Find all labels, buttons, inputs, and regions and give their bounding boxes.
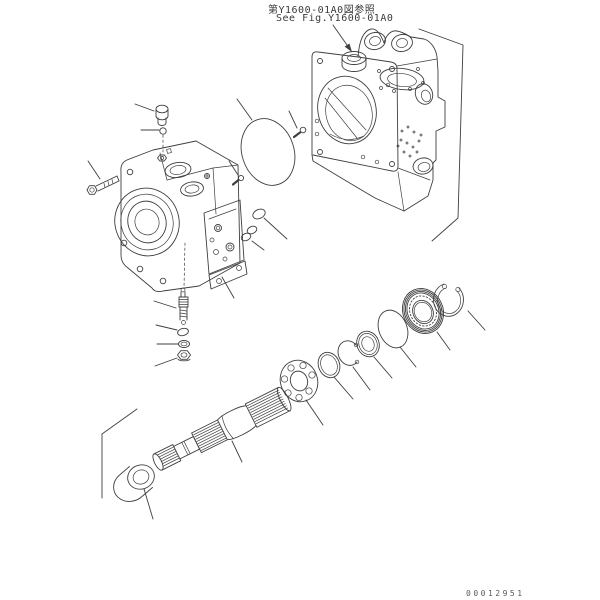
steel-ball — [141, 128, 166, 152]
leader-line — [135, 104, 154, 111]
drawing-number: 00012951 — [466, 589, 525, 598]
break-line-left — [102, 409, 137, 498]
large-snap-ring — [433, 284, 485, 330]
pump-flange — [106, 169, 188, 284]
leader-line — [334, 377, 353, 399]
oil-seal — [353, 328, 392, 378]
set-screw-housing — [289, 111, 306, 137]
leader-line — [88, 161, 100, 179]
leader-line — [353, 367, 370, 390]
set-screw-pump — [229, 161, 244, 185]
leader-line — [400, 347, 416, 367]
leader-line — [374, 357, 392, 378]
valve-block — [204, 200, 247, 289]
leader-line — [222, 277, 234, 298]
leader-line — [156, 325, 177, 330]
leader-line — [229, 161, 238, 175]
pump-top-ports — [158, 149, 210, 198]
housing-face-holes — [315, 59, 394, 167]
large-o-ring — [233, 99, 303, 192]
spline-coupling — [274, 355, 323, 425]
relief-valve — [154, 288, 188, 325]
leader-line — [289, 111, 297, 128]
leader-line — [154, 301, 176, 308]
small-snap-ring — [338, 341, 370, 390]
housing-top-port — [378, 66, 426, 93]
leader-line — [144, 489, 153, 519]
plain-washer-ring — [314, 349, 353, 399]
hex-nut — [155, 351, 191, 366]
mounting-lug-holes — [363, 31, 414, 54]
small-o-ring — [156, 325, 189, 337]
bushing — [114, 461, 158, 519]
leader-line — [252, 241, 264, 250]
pump-sub-assembly — [87, 104, 247, 298]
main-pump-housing — [289, 29, 445, 211]
socket-plug — [135, 104, 168, 126]
small-o-rings — [240, 207, 287, 250]
figure-reference-jp: 第Y1600-01A0図参照 — [268, 5, 376, 16]
figure-reference-en: See Fig.Y1600-01A0 — [276, 13, 394, 24]
leader-line — [468, 311, 485, 330]
leader-line — [306, 400, 323, 425]
backup-ring — [373, 306, 416, 367]
leader-line — [237, 99, 252, 120]
housing-top-boss — [342, 52, 366, 72]
housing-bore — [311, 70, 384, 150]
roller-bearing — [395, 282, 451, 350]
housing-side-bosses — [412, 81, 436, 176]
housing-dot-pattern — [397, 126, 422, 157]
break-line-right — [419, 29, 463, 241]
washer — [157, 341, 190, 348]
hex-bolt — [87, 161, 119, 194]
drive-shaft — [149, 385, 294, 475]
leader-line — [232, 441, 242, 462]
reference-arrow — [333, 25, 352, 52]
leader-line — [155, 358, 177, 366]
leader-line — [437, 332, 450, 350]
leader-line — [264, 218, 287, 239]
